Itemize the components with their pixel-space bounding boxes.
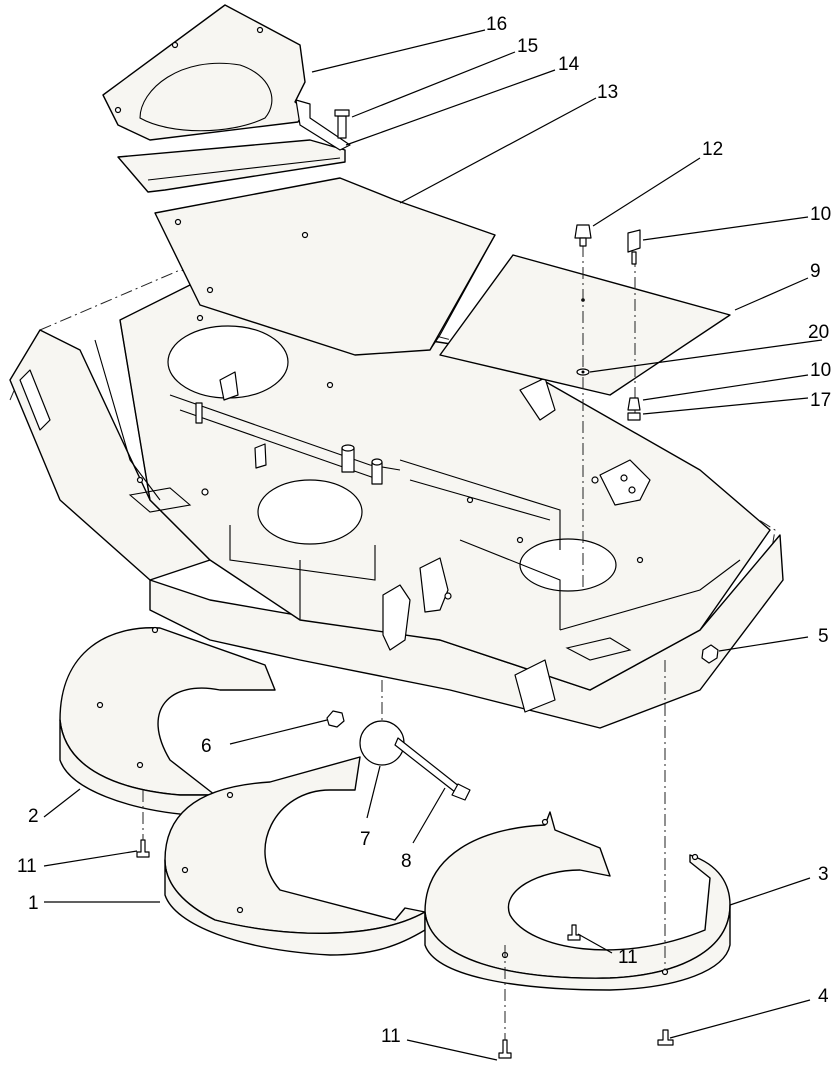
- right-blade-opening: [519, 538, 617, 592]
- part-3-right-baffle: [424, 811, 731, 991]
- callout-6: 6: [201, 736, 212, 757]
- leader-lines: [43, 29, 823, 1061]
- hardware-stack: [574, 224, 641, 588]
- part-5-nut: [701, 644, 719, 664]
- callout-4: 4: [818, 986, 829, 1007]
- part-9-right-cover: [439, 254, 731, 396]
- callout-12: 12: [702, 139, 723, 160]
- callout-11-left: 11: [17, 856, 37, 877]
- callout-11-right: 11: [618, 947, 638, 968]
- callout-2: 2: [28, 806, 39, 827]
- callout-20: 20: [808, 322, 829, 343]
- part-11-bolt-right: [567, 924, 581, 941]
- callout-9: 9: [810, 261, 821, 282]
- part-8-bolt: [394, 737, 471, 801]
- callout-3: 3: [818, 864, 829, 885]
- part-6-nut: [326, 710, 345, 728]
- callout-17: 17: [810, 390, 831, 411]
- part-15-bolt: [334, 109, 350, 139]
- mower-deck: [9, 269, 784, 729]
- callout-7: 7: [360, 829, 371, 850]
- part-11-bolt-bottom: [498, 1039, 512, 1059]
- callout-10-bottom: 10: [810, 360, 831, 381]
- callout-labels: 16 15 14 13 12 10 9 20 10 17 5 6 7 8 2 1…: [17, 14, 831, 1047]
- part-14-spacer-bar: [117, 99, 351, 193]
- callout-10-top: 10: [810, 204, 831, 225]
- callout-13: 13: [597, 82, 618, 103]
- center-blade-opening: [257, 479, 363, 545]
- part-16-upper-cover: [102, 4, 306, 141]
- callout-15: 15: [517, 36, 538, 57]
- callout-8: 8: [401, 851, 412, 872]
- callout-11-bottom: 11: [381, 1026, 401, 1047]
- part-4-bolt: [657, 1029, 674, 1046]
- part-13-cover-plate: [154, 177, 496, 356]
- part-11-bolt-left: [136, 839, 150, 858]
- callout-5: 5: [818, 626, 829, 647]
- callout-1: 1: [28, 893, 39, 914]
- callout-14: 14: [558, 54, 580, 75]
- callout-16: 16: [486, 14, 507, 35]
